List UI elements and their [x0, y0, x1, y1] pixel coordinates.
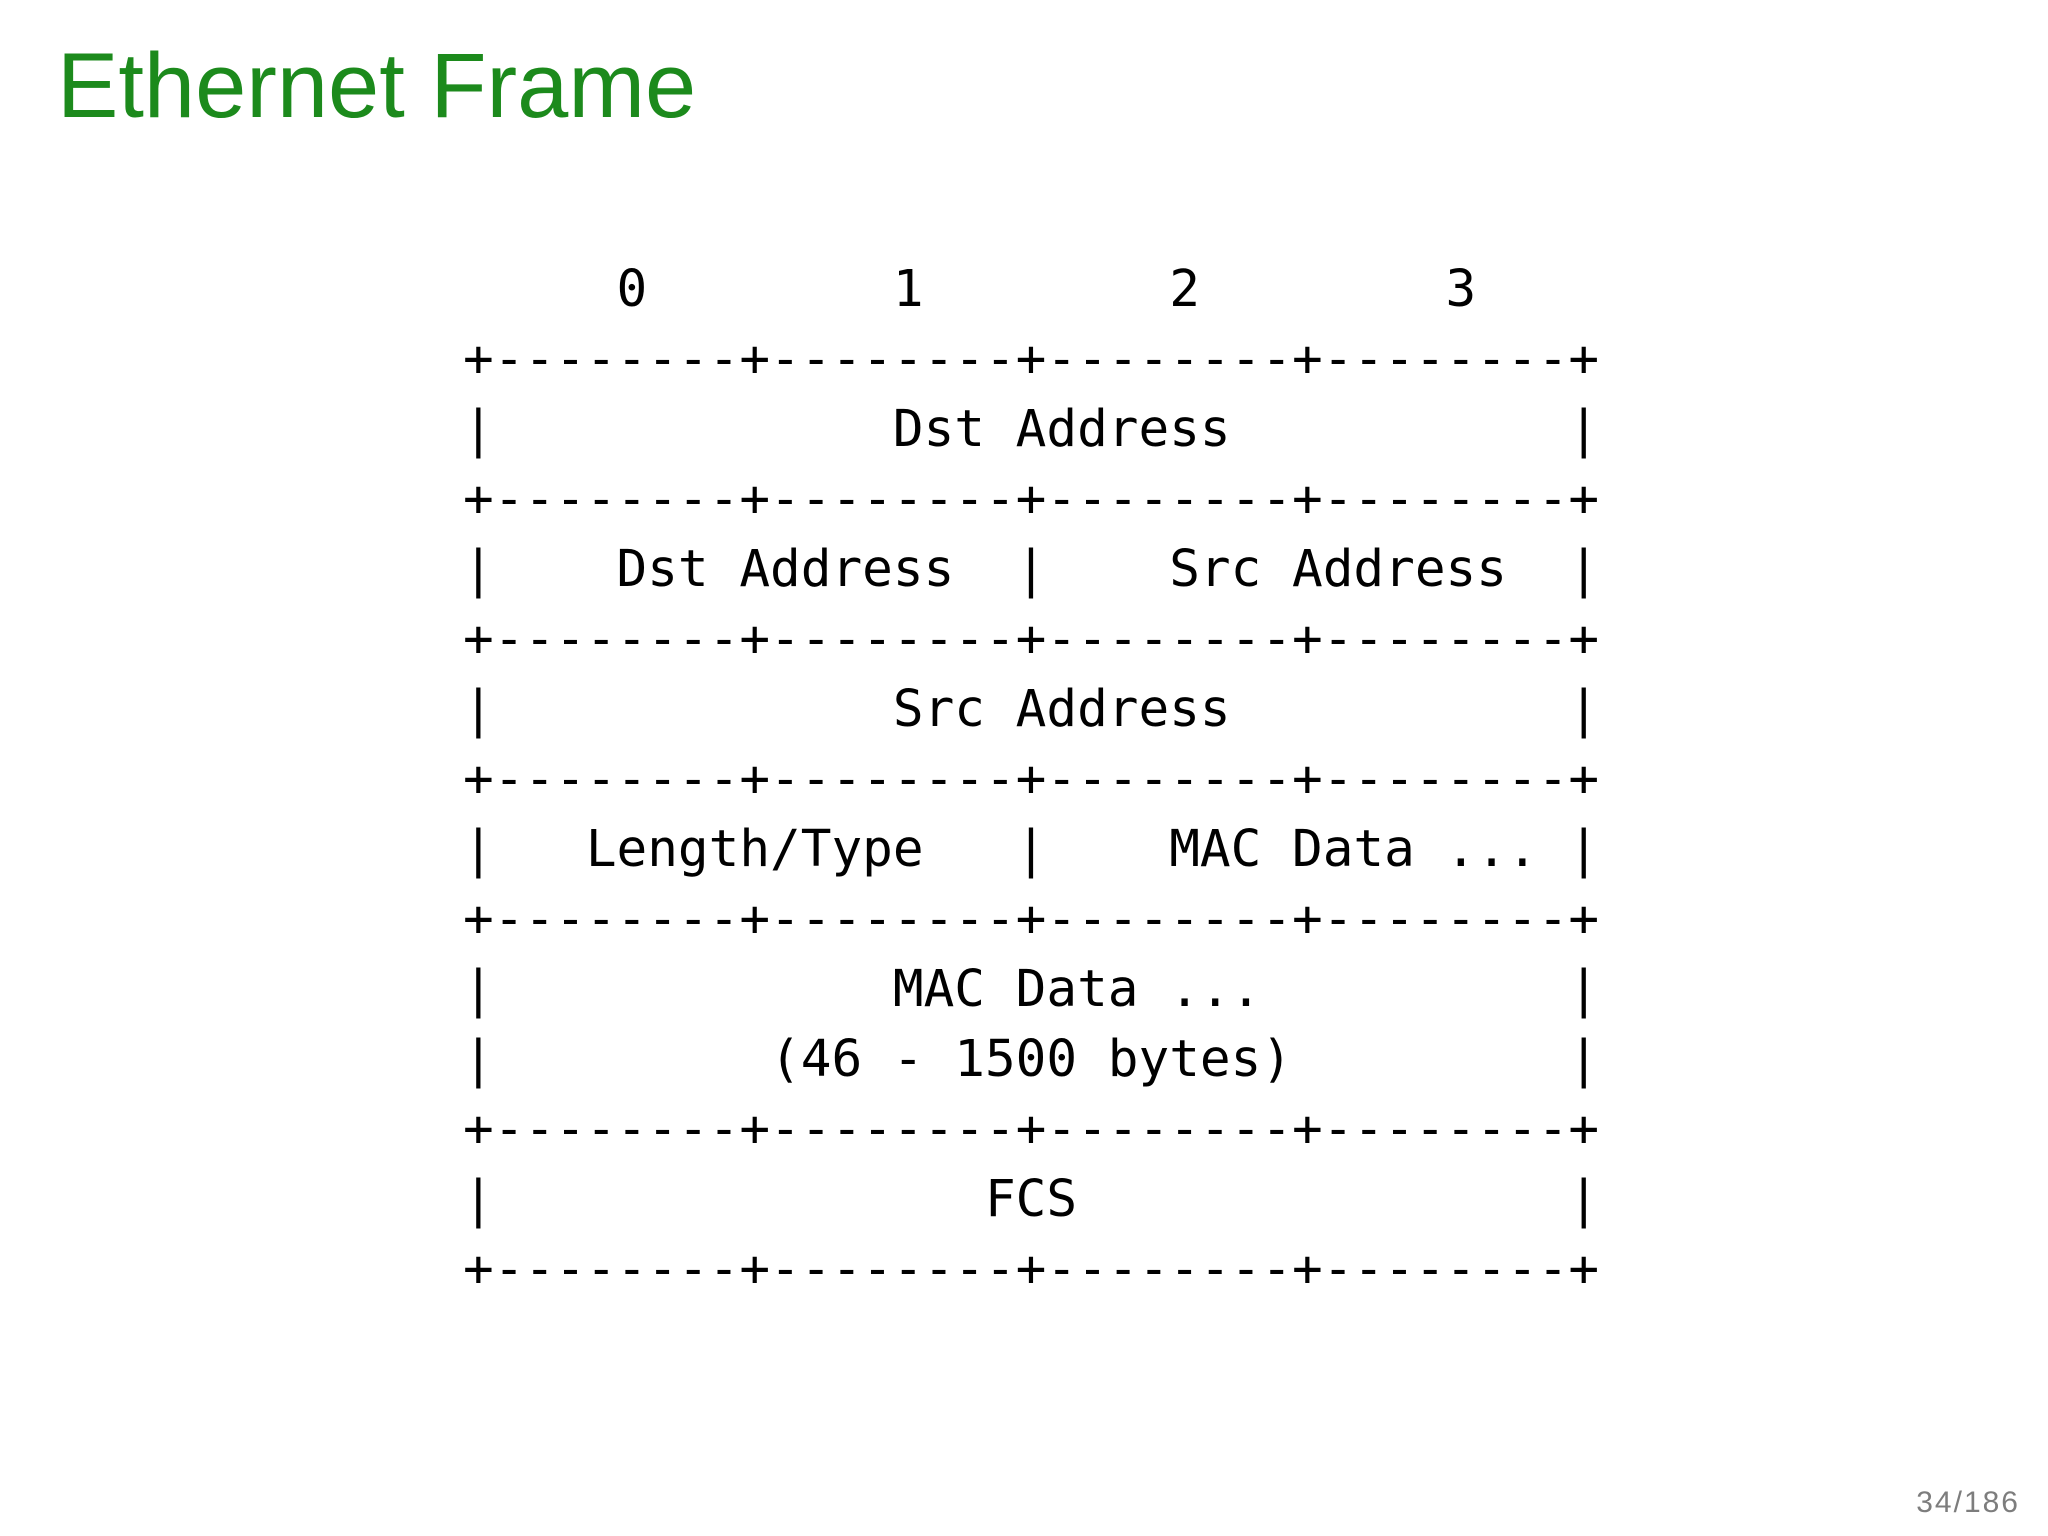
diagram-line-border: +--------+--------+--------+--------+ [463, 1100, 1600, 1159]
diagram-line-mac-data-bytes: | (46 - 1500 bytes) | [463, 1030, 1600, 1089]
ethernet-frame-ascii-diagram: 0 1 2 3 +--------+--------+--------+-----… [463, 255, 1599, 1305]
diagram-line-byte-offsets: 0 1 2 3 [463, 260, 1477, 319]
slide-title: Ethernet Frame [57, 35, 697, 137]
diagram-line-border: +--------+--------+--------+--------+ [463, 470, 1600, 529]
diagram-line-fcs: | FCS | [463, 1170, 1600, 1229]
diagram-line-border: +--------+--------+--------+--------+ [463, 610, 1600, 669]
diagram-line-border: +--------+--------+--------+--------+ [463, 890, 1600, 949]
diagram-line-border: +--------+--------+--------+--------+ [463, 1240, 1600, 1299]
diagram-line-border: +--------+--------+--------+--------+ [463, 330, 1600, 389]
diagram-line-border: +--------+--------+--------+--------+ [463, 750, 1600, 809]
page-number: 34/186 [1916, 1486, 2020, 1519]
diagram-line-mac-data: | MAC Data ... | [463, 960, 1600, 1019]
diagram-line-dst-src-address: | Dst Address | Src Address | [463, 540, 1600, 599]
diagram-line-dst-address: | Dst Address | [463, 400, 1600, 459]
diagram-line-src-address: | Src Address | [463, 680, 1600, 739]
diagram-line-length-type-mac-data: | Length/Type | MAC Data ... | [463, 820, 1600, 879]
